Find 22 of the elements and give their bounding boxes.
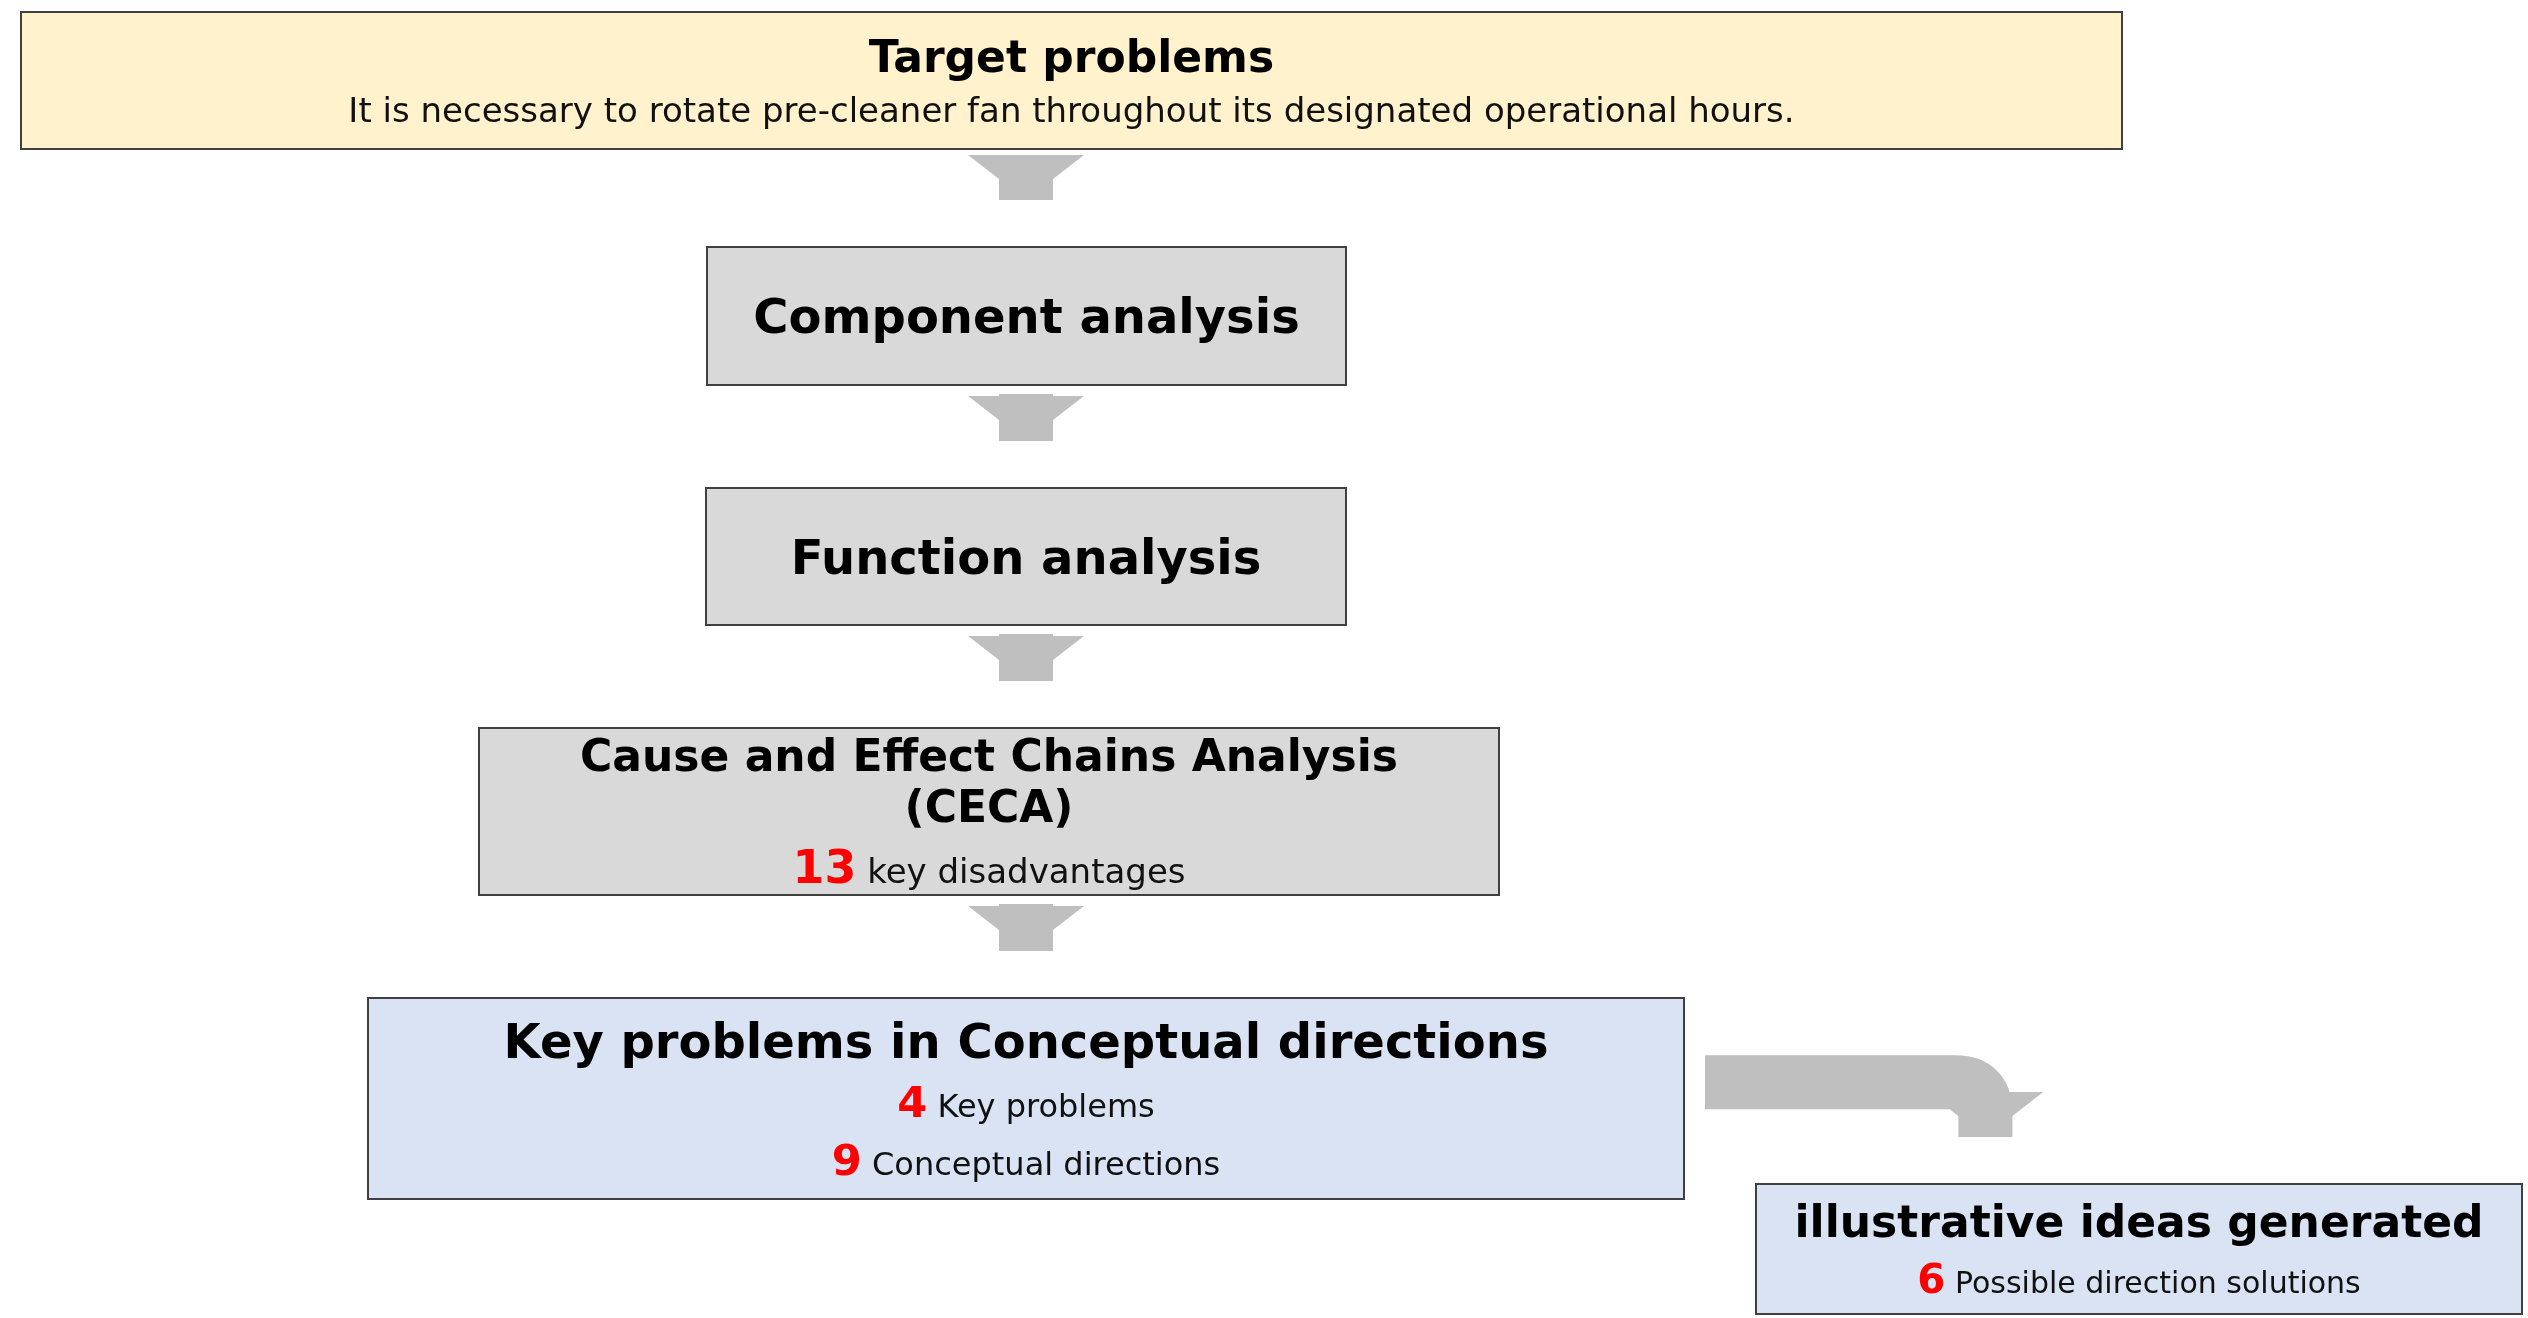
process-box (367, 997, 1685, 1200)
process-box (705, 487, 1347, 626)
block-arrow (968, 394, 1084, 441)
box-text: 9 Conceptual directions (831, 1134, 1221, 1185)
block-arrow (968, 155, 1084, 200)
box-text: 6 Possible direction solutions (1917, 1254, 2361, 1303)
block-arrow (1705, 1055, 2044, 1140)
process-box (706, 246, 1347, 386)
box-text: 4 Key problems (897, 1076, 1155, 1127)
box-heading: illustrative ideas generated (1794, 1195, 2484, 1247)
box-text: 13 key disadvantages (792, 839, 1186, 894)
box-heading: Target problems (868, 31, 1275, 82)
box-heading: Key problems in Conceptual directions (503, 1012, 1549, 1069)
process-box (1755, 1183, 2523, 1315)
block-arrow (968, 634, 1084, 681)
box-heading: Cause and Effect Chains Analysis (CECA) (579, 729, 1399, 832)
block-arrow (968, 904, 1084, 951)
box-heading: Component analysis (753, 288, 1300, 344)
process-box (20, 11, 2123, 150)
box-text: It is necessary to rotate pre-cleaner fan throughout its designated operational hours. (348, 90, 1795, 130)
box-heading: Function analysis (790, 528, 1262, 585)
process-box (478, 727, 1500, 896)
